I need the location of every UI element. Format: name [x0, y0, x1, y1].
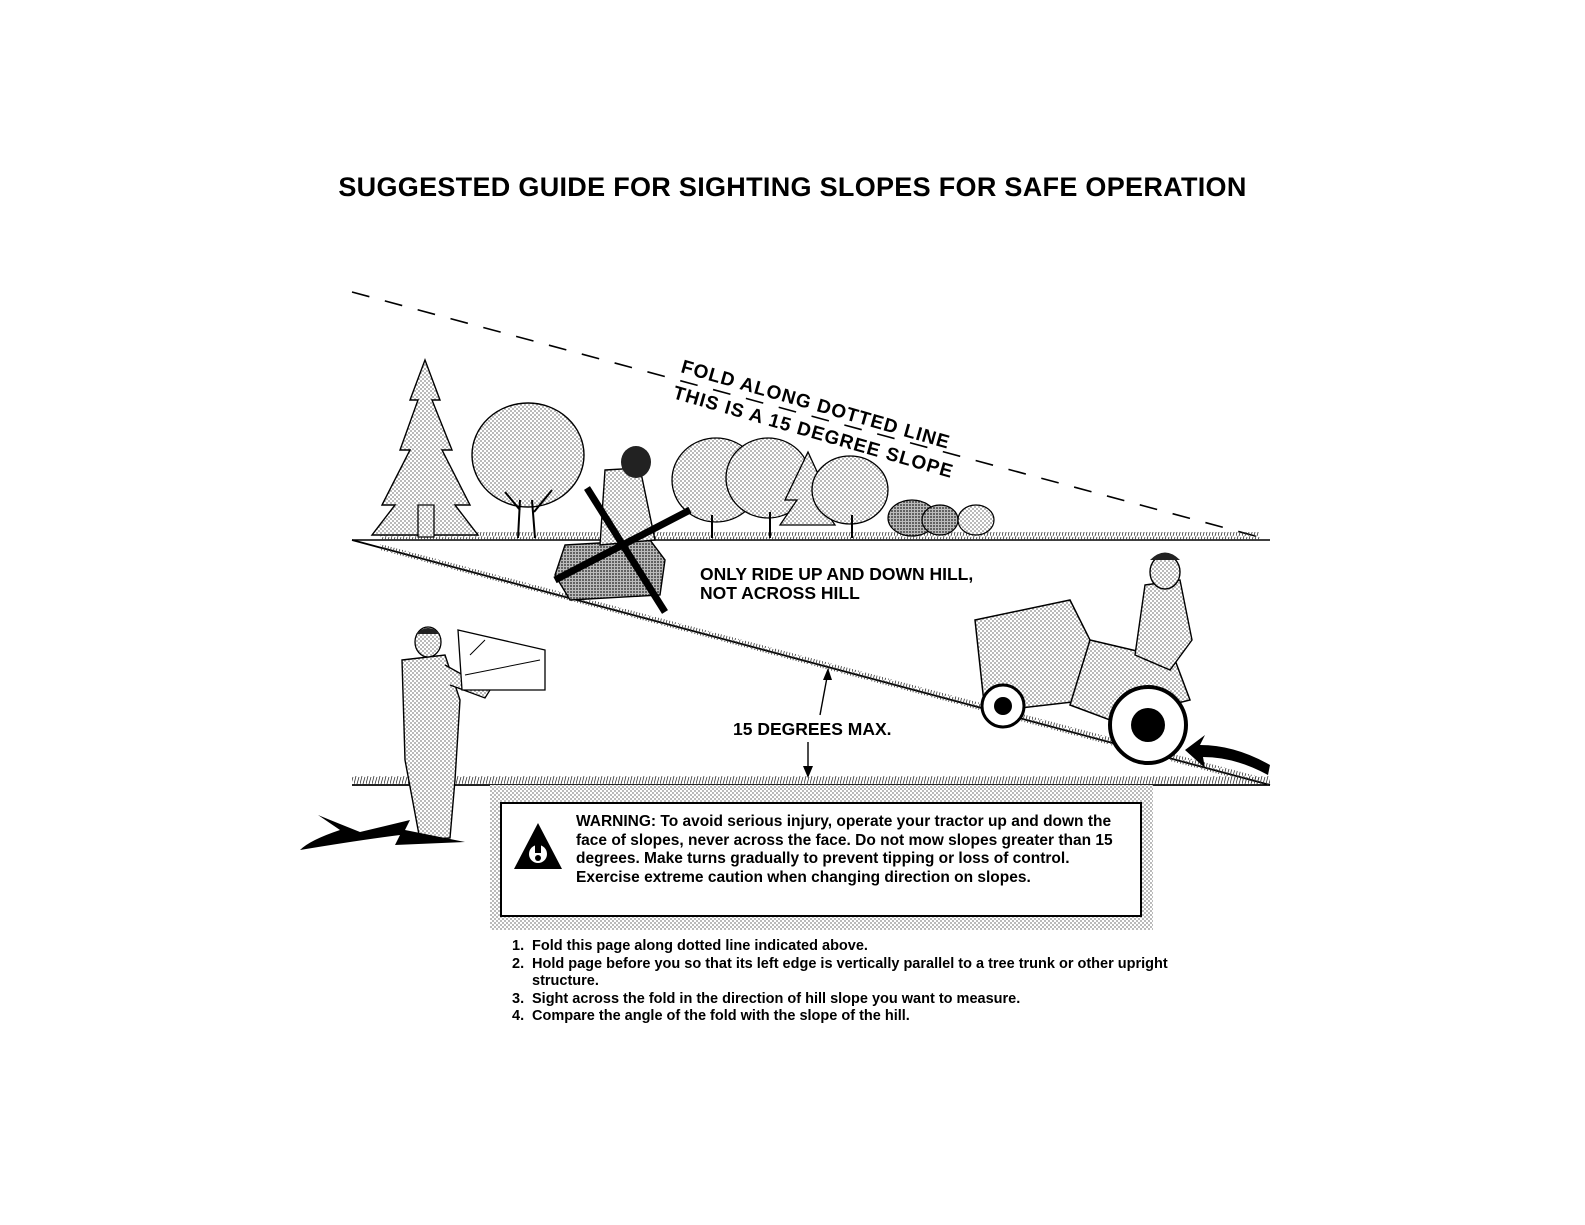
max-angle-label: 15 DEGREES MAX.	[733, 719, 892, 740]
warning-text: WARNING: To avoid serious injury, operat…	[576, 813, 1136, 887]
step-text: Hold page before you so that its left ed…	[532, 956, 1172, 991]
step-text: Compare the angle of the fold with the s…	[532, 1008, 910, 1026]
step-number: 1.	[512, 938, 532, 956]
warning-box: WARNING: To avoid serious injury, operat…	[500, 802, 1142, 917]
step-number: 3.	[512, 991, 532, 1009]
step-item: 1. Fold this page along dotted line indi…	[512, 938, 1172, 956]
ride-note-line-2: NOT ACROSS HILL	[700, 584, 973, 603]
step-text: Fold this page along dotted line indicat…	[532, 938, 868, 956]
step-item: 2. Hold page before you so that its left…	[512, 956, 1172, 991]
ride-instruction-label: ONLY RIDE UP AND DOWN HILL, NOT ACROSS H…	[700, 565, 973, 603]
step-number: 4.	[512, 1008, 532, 1026]
step-number: 2.	[512, 956, 532, 991]
instruction-steps: 1. Fold this page along dotted line indi…	[512, 938, 1172, 1026]
step-text: Sight across the fold in the direction o…	[532, 991, 1020, 1009]
step-item: 4. Compare the angle of the fold with th…	[512, 1008, 1172, 1026]
tree-deciduous-icon	[472, 403, 584, 538]
ride-note-line-1: ONLY RIDE UP AND DOWN HILL,	[700, 565, 973, 584]
horizon-grass	[380, 532, 1260, 540]
warning-triangle-icon	[512, 820, 564, 872]
tree-pine-icon	[372, 360, 478, 537]
step-item: 3. Sight across the fold in the directio…	[512, 991, 1172, 1009]
